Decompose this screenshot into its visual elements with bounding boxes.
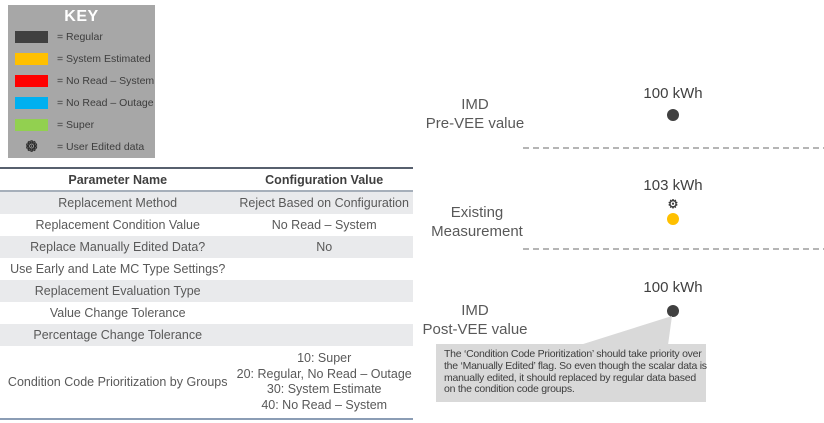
table-row: Percentage Change Tolerance bbox=[0, 324, 413, 346]
pre-vee-label-line1: IMD bbox=[461, 96, 489, 113]
gear-icon: ⚙ bbox=[25, 138, 39, 154]
key-item-label: = Super bbox=[57, 119, 95, 131]
callout-text-line: The ‘Condition Code Prioritization’ shou… bbox=[444, 348, 702, 360]
priority-group-line: 10: Super bbox=[297, 351, 352, 365]
pre-vee-label-line2: Pre-VEE value bbox=[425, 115, 525, 132]
parameter-name-cell: Replace Manually Edited Data? bbox=[30, 240, 206, 254]
priority-group-line: 20: Regular, No Read – Outage bbox=[236, 366, 412, 381]
key-item-regular: = Regular bbox=[8, 26, 155, 48]
no-read-outage-color-swatch bbox=[15, 97, 48, 109]
existing-value: 103 kWh bbox=[643, 177, 703, 194]
configuration-value-cell: 10: Super 20: Regular, No Read – Outage … bbox=[235, 351, 413, 413]
callout-pointer-wedge bbox=[580, 316, 672, 345]
configuration-value-cell: Reject Based on Configuration bbox=[239, 196, 409, 210]
callout-text-line: manually edited, it should replaced by r… bbox=[444, 371, 696, 384]
key-item-label: = No Read – Outage bbox=[57, 97, 154, 109]
callout-text-line: on the condition code groups. bbox=[444, 383, 575, 396]
parameter-name-cell: Replacement Evaluation Type bbox=[34, 284, 201, 298]
table-row: Value Change Tolerance bbox=[0, 302, 413, 324]
key-item-label: = No Read – System bbox=[57, 75, 155, 87]
key-item-user-edited: ⚙ = User Edited data bbox=[8, 136, 155, 158]
regular-color-swatch bbox=[15, 31, 48, 43]
key-item-no-read-system: = No Read – System bbox=[8, 70, 155, 92]
parameter-name-cell: Use Early and Late MC Type Settings? bbox=[10, 262, 226, 276]
key-item-system-estimated: = System Estimated bbox=[8, 48, 155, 70]
parameter-name-cell: Replacement Method bbox=[58, 196, 178, 210]
configuration-value-cell: No Read – System bbox=[271, 218, 377, 232]
key-item-label: = User Edited data bbox=[57, 141, 145, 153]
column-header-parameter-name: Parameter Name bbox=[68, 172, 168, 187]
key-title: KEY bbox=[64, 8, 99, 25]
key-item-super: = Super bbox=[8, 114, 155, 136]
callout-text-line: the ‘Manually Edited’ flag. So even thou… bbox=[444, 359, 707, 372]
existing-label-line1: Existing bbox=[450, 204, 504, 221]
estimated-value-dot bbox=[667, 213, 679, 225]
priority-group-line: 40: No Read – System bbox=[261, 397, 388, 412]
no-read-system-color-swatch bbox=[15, 75, 48, 87]
user-edited-gear-icon: ⚙ bbox=[667, 197, 679, 211]
super-color-swatch bbox=[15, 119, 48, 131]
table-row: Replacement Evaluation Type bbox=[0, 280, 413, 302]
existing-label-line2: Measurement bbox=[431, 223, 523, 240]
key-item-label: = System Estimated bbox=[57, 53, 151, 65]
table-row: Replacement Condition Value No Read – Sy… bbox=[0, 214, 413, 236]
section-divider-dashed-line bbox=[523, 248, 824, 250]
parameter-name-cell: Condition Code Prioritization by Groups bbox=[7, 375, 228, 389]
pre-vee-label: IMD Pre-VEE value bbox=[410, 95, 540, 133]
key-item-no-read-outage: = No Read – Outage bbox=[8, 92, 155, 114]
table-row: Use Early and Late MC Type Settings? bbox=[0, 258, 413, 280]
column-header-configuration-value: Configuration Value bbox=[265, 172, 384, 187]
key-item-label: = Regular bbox=[57, 31, 103, 43]
pre-vee-value: 100 kWh bbox=[643, 85, 703, 102]
table-row: Replace Manually Edited Data? No bbox=[0, 236, 413, 258]
config-table: Parameter Name Configuration Value Repla… bbox=[0, 167, 413, 420]
parameter-name-cell: Value Change Tolerance bbox=[49, 306, 186, 320]
parameter-name-cell: Percentage Change Tolerance bbox=[33, 328, 203, 342]
table-row: Replacement Method Reject Based on Confi… bbox=[0, 192, 413, 214]
system-estimated-color-swatch bbox=[15, 53, 48, 65]
post-vee-label-line2: Post-VEE value bbox=[422, 321, 528, 338]
parameter-name-cell: Replacement Condition Value bbox=[35, 218, 200, 232]
existing-measurement-label: Existing Measurement bbox=[412, 203, 542, 241]
callout-note: The ‘Condition Code Prioritization’ shou… bbox=[436, 344, 707, 403]
post-vee-value: 100 kWh bbox=[643, 279, 703, 296]
key-legend: KEY = Regular = System Estimated = No Re… bbox=[8, 5, 155, 158]
post-vee-label-line1: IMD bbox=[461, 302, 489, 319]
post-vee-label: IMD Post-VEE value bbox=[410, 301, 540, 339]
configuration-value-cell: No bbox=[316, 240, 333, 254]
section-divider-dashed-line bbox=[523, 147, 824, 149]
table-header-row: Parameter Name Configuration Value bbox=[0, 169, 413, 192]
table-row: Condition Code Prioritization by Groups … bbox=[0, 346, 413, 418]
regular-value-dot bbox=[667, 109, 679, 121]
regular-value-dot bbox=[667, 305, 679, 317]
priority-group-line: 30: System Estimate bbox=[266, 382, 382, 396]
